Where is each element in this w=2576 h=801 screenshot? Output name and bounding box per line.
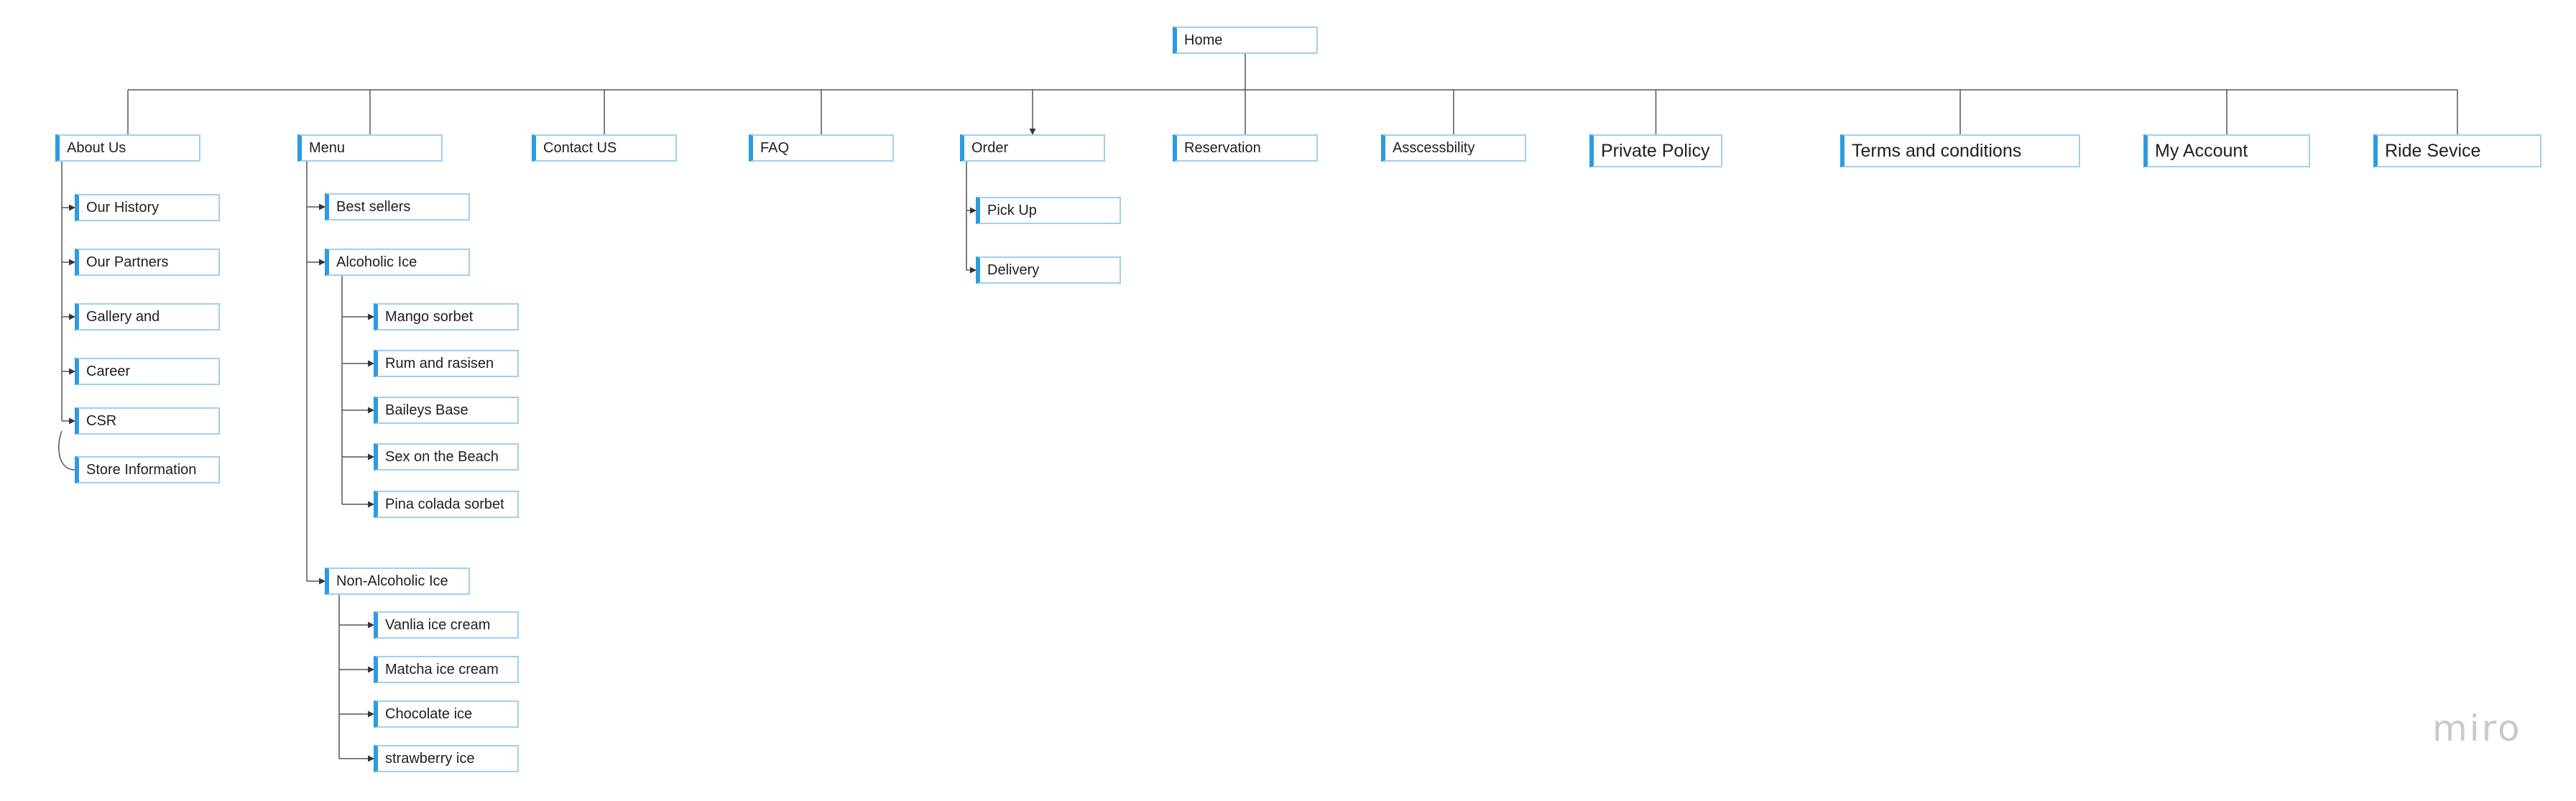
node-vanilla-ice-cream[interactable]: Vanlia ice cream [374,611,519,639]
node-gallery[interactable]: Gallery and [75,303,220,330]
node-label: Order [971,139,1009,156]
node-label: Sex on the Beach [385,448,499,465]
node-label: Matcha ice cream [385,661,499,677]
node-label: strawberry ice [385,750,475,767]
node-accessibility[interactable]: Asscessbility [1381,134,1526,162]
node-label: Menu [309,139,346,156]
node-label: Home [1184,32,1223,48]
node-pina-colada-sorbet[interactable]: Pina colada sorbet [374,491,519,518]
node-label: About Us [67,139,126,156]
node-label: Asscessbility [1393,139,1475,156]
node-label: Rum and rasisen [385,355,494,371]
node-matcha-ice-cream[interactable]: Matcha ice cream [374,656,519,683]
connector-about-to-store [58,430,75,471]
node-label: FAQ [760,139,790,156]
node-best-sellers[interactable]: Best sellers [325,193,470,221]
node-delivery[interactable]: Delivery [976,256,1121,284]
node-label: Pick Up [987,202,1037,218]
node-reservation[interactable]: Reservation [1173,134,1318,162]
node-menu[interactable]: Menu [297,134,443,162]
node-label: Non-Alcoholic Ice [336,573,448,589]
node-sex-on-the-beach[interactable]: Sex on the Beach [374,443,519,471]
node-terms-and-conditions[interactable]: Terms and conditions [1840,134,2080,167]
node-ride-service[interactable]: Ride Sevice [2373,134,2542,167]
node-label: Best sellers [336,198,411,215]
node-label: Gallery and [86,308,160,325]
node-label: Store Information [86,461,197,478]
node-label: Our History [86,199,160,216]
node-label: My Account [2155,140,2248,161]
node-label: Vanlia ice cream [385,616,491,633]
node-about-us[interactable]: About Us [55,134,200,162]
node-label: Private Policy [1601,140,1710,161]
node-private-policy[interactable]: Private Policy [1589,134,1722,167]
node-label: Chocolate ice [385,705,473,722]
node-label: Mango sorbet [385,308,474,325]
node-rum-and-raisin[interactable]: Rum and rasisen [374,350,519,377]
node-contact-us[interactable]: Contact US [532,134,677,162]
node-alcoholic-ice[interactable]: Alcoholic Ice [325,249,470,276]
node-our-history[interactable]: Our History [75,194,220,221]
node-faq[interactable]: FAQ [749,134,894,162]
node-label: Pina colada sorbet [385,496,504,512]
node-non-alcoholic-ice[interactable]: Non-Alcoholic Ice [325,568,470,595]
node-my-account[interactable]: My Account [2143,134,2310,167]
node-store-information[interactable]: Store Information [75,456,220,483]
miro-logo: miro [2432,708,2522,749]
node-mango-sorbet[interactable]: Mango sorbet [374,303,519,330]
node-label: Ride Sevice [2385,140,2481,161]
node-csr[interactable]: CSR [75,407,220,435]
node-label: Terms and conditions [1852,140,2022,161]
node-label: CSR [86,412,117,429]
node-label: Baileys Base [385,402,468,418]
node-career[interactable]: Career [75,358,220,385]
node-strawberry-ice[interactable]: strawberry ice [374,745,519,772]
node-label: Alcoholic Ice [336,254,417,270]
node-label: Our Partners [86,254,169,270]
node-baileys-base[interactable]: Baileys Base [374,397,519,424]
node-home[interactable]: Home [1173,27,1318,54]
node-order[interactable]: Order [960,134,1105,162]
node-chocolate-ice[interactable]: Chocolate ice [374,700,519,728]
node-label: Reservation [1184,139,1261,156]
node-label: Delivery [987,261,1040,278]
node-label: Contact US [543,139,617,156]
node-label: Career [86,363,131,379]
node-pick-up[interactable]: Pick Up [976,197,1121,224]
node-our-partners[interactable]: Our Partners [75,249,220,276]
